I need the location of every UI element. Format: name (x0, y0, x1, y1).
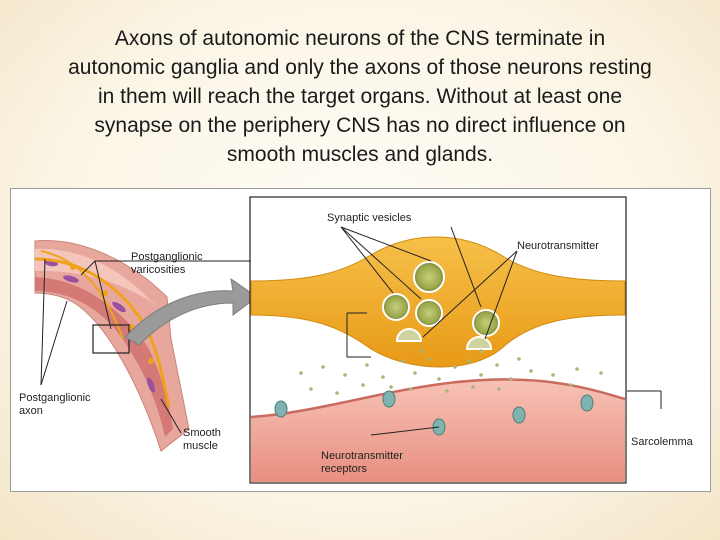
caption-line: autonomic ganglia and only the axons of … (68, 56, 652, 79)
varicosity-synapse-diagram: Postganglionic varicosities Postganglion… (19, 196, 694, 484)
synaptic-vesicles (382, 261, 500, 350)
label-smooth-muscle-2: muscle (183, 440, 218, 452)
neurotransmitter-receptors (274, 390, 594, 436)
label-postganglionic-varicosities: Postganglionic (131, 251, 203, 263)
smooth-muscle-tissue (34, 240, 190, 452)
label-neurotransmitter-receptors: Neurotransmitter (321, 450, 403, 462)
axon-varicosity (250, 236, 626, 368)
neurotransmitter-molecules (299, 349, 603, 395)
label-neurotransmitter-receptors-2: receptors (321, 463, 367, 475)
caption-line: smooth muscles and glands. (226, 143, 494, 166)
caption: Axons of autonomic neurons of the CNS te… (14, 24, 706, 169)
label-postganglionic-axon: Postganglionic (19, 392, 91, 404)
sarcolemma-membrane (250, 378, 626, 419)
label-postganglionic-axon-2: axon (19, 405, 43, 417)
caption-line: in them will reach the target organs. Wi… (97, 85, 623, 108)
caption-line: Axons of autonomic neurons of the CNS te… (114, 27, 606, 50)
label-postganglionic-varicosities-2: varicosities (131, 264, 186, 276)
label-synaptic-vesicles: Synaptic vesicles (327, 212, 412, 224)
leader-lines (40, 226, 662, 436)
caption-line: synapse on the periphery CNS has no dire… (94, 114, 626, 137)
label-smooth-muscle: Smooth (183, 427, 221, 439)
label-sarcolemma: Sarcolemma (631, 436, 694, 448)
diagram-panel: Postganglionic varicosities Postganglion… (10, 188, 711, 492)
label-neurotransmitter: Neurotransmitter (517, 240, 599, 252)
